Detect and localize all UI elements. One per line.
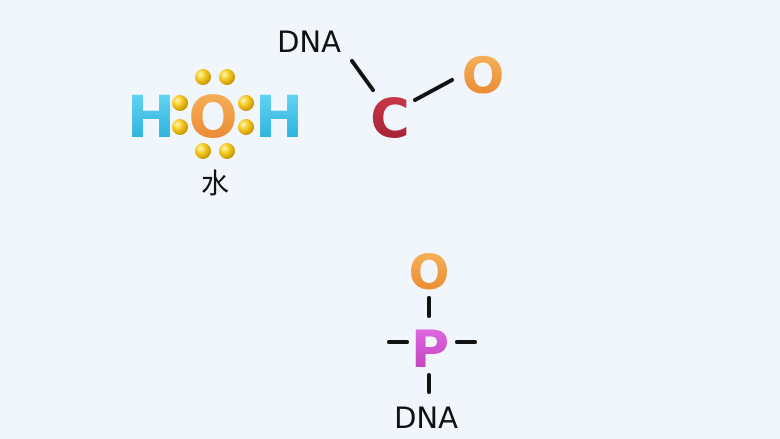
- electron-dot: [172, 119, 188, 135]
- phosphate-fragment: O P DNA: [387, 245, 477, 435]
- bond-dna-carbon: [350, 59, 375, 92]
- water-hydrogen-left: H: [127, 83, 176, 151]
- carbonyl-fragment: DNA C O: [277, 25, 504, 150]
- water-oxygen: O: [188, 83, 237, 151]
- electron-dot: [195, 69, 211, 85]
- water-hydrogen-right: H: [255, 83, 304, 151]
- electron-dot: [172, 95, 188, 111]
- carbon-atom: C: [370, 87, 410, 150]
- electron-dot: [238, 95, 254, 111]
- phosphate-oxygen-atom: O: [409, 245, 450, 301]
- electron-dot: [195, 143, 211, 159]
- carbonyl-oxygen-atom: O: [462, 47, 505, 105]
- electron-dot: [219, 143, 235, 159]
- electron-dot: [238, 119, 254, 135]
- bond-carbon-oxygen: [413, 78, 454, 102]
- water-molecule: H O H 水: [127, 69, 304, 200]
- phosphate-dna-label: DNA: [394, 401, 458, 435]
- water-caption: 水: [201, 167, 229, 200]
- carbonyl-dna-label: DNA: [277, 25, 341, 59]
- electron-dot: [219, 69, 235, 85]
- phosphorus-atom: P: [411, 320, 449, 380]
